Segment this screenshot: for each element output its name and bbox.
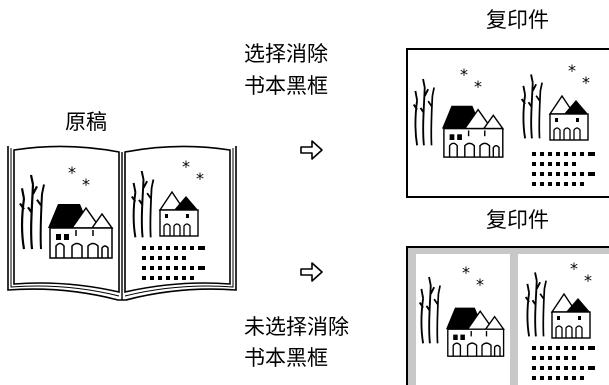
original-label: 原稿	[65, 110, 107, 134]
option-selected-line2: 书本黑框	[244, 74, 328, 98]
svg-text:*: *	[476, 275, 484, 294]
svg-text:*: *	[570, 259, 578, 278]
svg-text:*: *	[568, 61, 576, 80]
copy-bottom-label: 复印件	[486, 208, 549, 232]
svg-text:*: *	[460, 65, 468, 84]
option-selected-line1: 选择消除	[244, 42, 328, 66]
original-book: * * * *	[6, 140, 238, 308]
copy-top-label: 复印件	[486, 8, 549, 32]
copy-top-frame-removed: * * * *	[406, 48, 609, 198]
svg-text:*: *	[584, 271, 592, 290]
option-unselected-line1: 未选择消除	[244, 315, 349, 339]
svg-text:*: *	[462, 263, 470, 282]
svg-text:*: *	[582, 73, 590, 92]
svg-text:*: *	[68, 163, 76, 182]
arrow-top-icon	[300, 140, 326, 162]
option-unselected-line2: 书本黑框	[244, 346, 328, 370]
svg-text:*: *	[182, 157, 190, 176]
svg-text:*: *	[196, 169, 204, 188]
arrow-bottom-icon	[300, 262, 326, 284]
svg-text:*: *	[474, 77, 482, 96]
svg-text:*: *	[82, 175, 90, 194]
copy-bottom-frame-kept: * * * *	[406, 246, 609, 385]
